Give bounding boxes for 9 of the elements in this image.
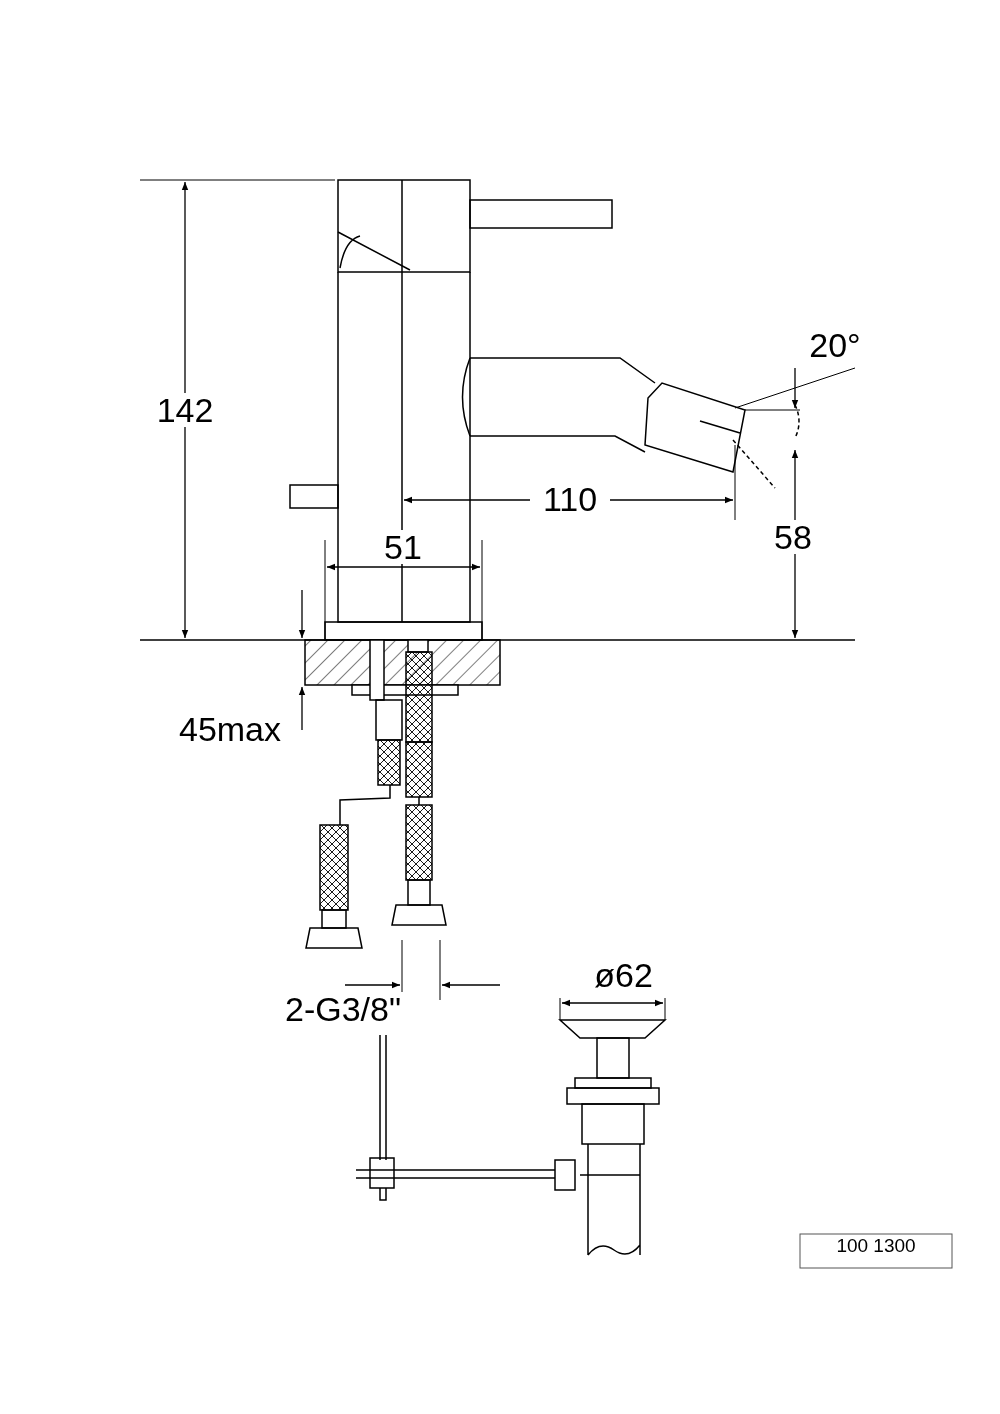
- dimension-label: 142: [156, 391, 214, 429]
- dimension-label: 2-G3/8": [285, 990, 401, 1028]
- dimension-label: 110: [542, 480, 598, 518]
- dimension-label: 51: [384, 528, 422, 566]
- article-number: 100 1300: [836, 1235, 916, 1256]
- dimension-label: 58: [774, 518, 812, 556]
- dimension-label: 20°: [809, 326, 861, 364]
- dimension-label: 45max: [178, 710, 282, 748]
- dimension-label: ø62: [594, 956, 653, 994]
